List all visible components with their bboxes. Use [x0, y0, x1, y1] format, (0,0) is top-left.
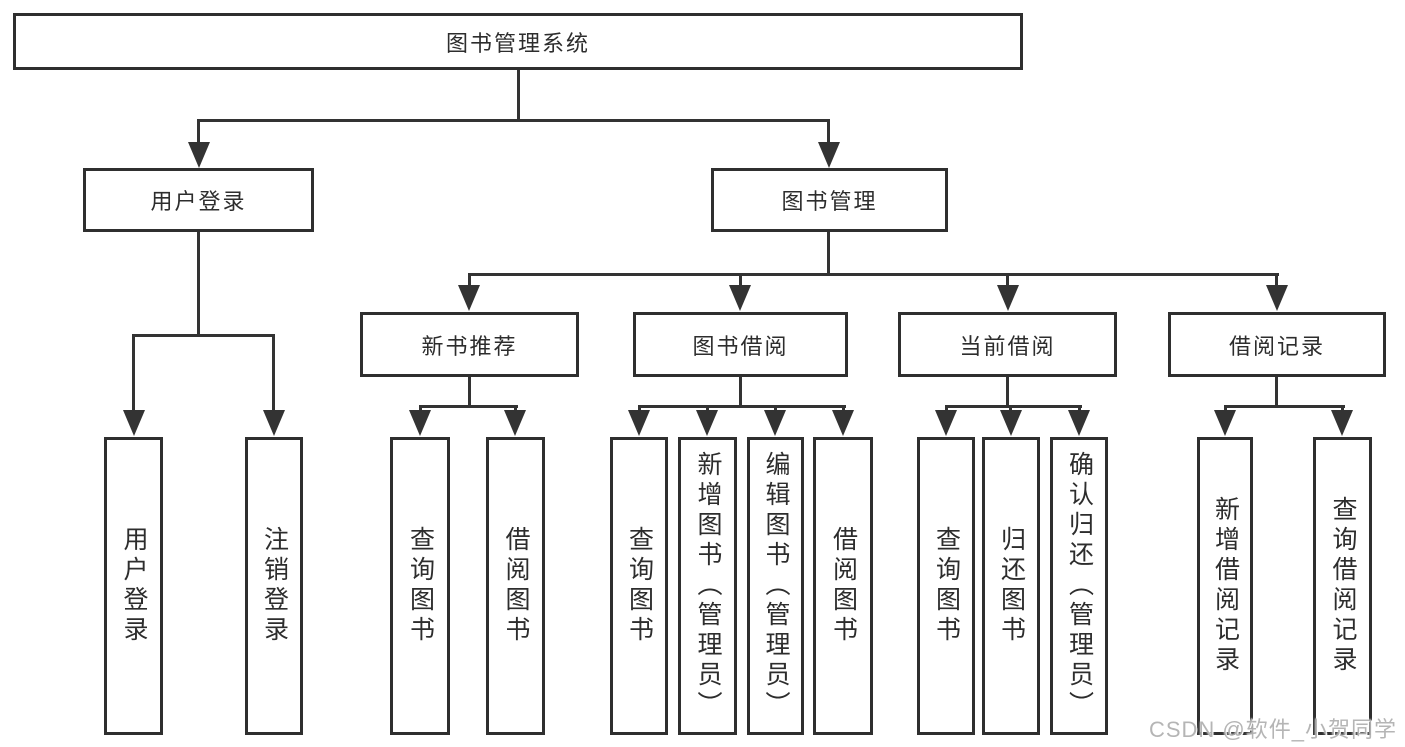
- connector-line: [1009, 405, 1012, 413]
- connector-line: [842, 405, 845, 413]
- arrowhead-down-icon: [504, 410, 526, 436]
- connector-line: [419, 405, 422, 413]
- connector-line: [272, 334, 275, 414]
- leaf-return-books-label: 归还图书: [997, 526, 1026, 646]
- connector-line: [945, 405, 948, 413]
- leaf-confirm-return-admin: 确认归还（管理员）: [1050, 437, 1108, 735]
- connector-line: [197, 119, 830, 122]
- node-user-login-label: 用户登录: [150, 189, 247, 214]
- arrowhead-down-icon: [1266, 285, 1288, 311]
- connector-line: [197, 232, 200, 337]
- arrowhead-down-icon: [1068, 410, 1090, 436]
- node-new-book-recommend-label: 新书推荐: [421, 333, 518, 359]
- connector-line: [827, 119, 830, 147]
- node-book-borrow: 图书借阅: [633, 312, 848, 377]
- connector-line: [1006, 273, 1009, 291]
- leaf-borrow-books-1: 借阅图书: [486, 437, 545, 735]
- leaf-edit-books-admin: 编辑图书（管理员）: [747, 437, 804, 735]
- leaf-logout-label: 注销登录: [260, 526, 289, 646]
- connector-line: [132, 334, 275, 337]
- arrowhead-down-icon: [729, 285, 751, 311]
- arrowhead-down-icon: [1331, 410, 1353, 436]
- arrowhead-down-icon: [1000, 410, 1022, 436]
- arrowhead-down-icon: [935, 410, 957, 436]
- leaf-query-books-1-label: 查询图书: [406, 526, 435, 646]
- connector-line: [468, 273, 471, 291]
- leaf-query-books-3-label: 查询图书: [932, 526, 961, 646]
- node-book-management-label: 图书管理: [781, 189, 878, 214]
- connector-line: [638, 405, 846, 408]
- connector-line: [1275, 273, 1278, 291]
- leaf-query-books-1: 查询图书: [390, 437, 450, 735]
- leaf-query-books-2-label: 查询图书: [625, 526, 654, 646]
- connector-line: [706, 405, 709, 413]
- connector-line: [517, 70, 520, 122]
- node-current-borrow-label: 当前借阅: [959, 333, 1056, 359]
- node-book-borrow-label: 图书借阅: [692, 333, 789, 359]
- node-borrow-records: 借阅记录: [1168, 312, 1386, 377]
- leaf-confirm-return-admin-label: 确认归还（管理员）: [1065, 451, 1094, 721]
- leaf-user-login-label: 用户登录: [120, 526, 148, 646]
- connector-line: [1006, 377, 1009, 407]
- connector-line: [419, 405, 518, 408]
- csdn-watermark: CSDN @软件_小贺同学: [1148, 717, 1397, 742]
- connector-line: [514, 405, 517, 413]
- leaf-add-books-admin-label: 新增图书（管理员）: [694, 451, 722, 721]
- arrowhead-down-icon: [188, 142, 210, 168]
- node-new-book-recommend: 新书推荐: [360, 312, 579, 377]
- connector-line: [468, 377, 471, 407]
- leaf-add-borrow-record-label: 新增借阅记录: [1211, 496, 1240, 676]
- connector-line: [1078, 405, 1081, 413]
- arrowhead-down-icon: [628, 410, 650, 436]
- connector-line: [638, 405, 641, 413]
- arrowhead-down-icon: [409, 410, 431, 436]
- leaf-logout: 注销登录: [245, 437, 303, 735]
- connector-line: [774, 405, 777, 413]
- arrowhead-down-icon: [832, 410, 854, 436]
- arrowhead-down-icon: [458, 285, 480, 311]
- connector-line: [739, 377, 742, 407]
- node-borrow-records-label: 借阅记录: [1228, 333, 1325, 359]
- leaf-add-books-admin: 新增图书（管理员）: [678, 437, 737, 735]
- leaf-query-books-3: 查询图书: [917, 437, 975, 735]
- connector-line: [197, 119, 200, 147]
- connector-line: [1224, 405, 1227, 413]
- connector-line: [1275, 377, 1278, 407]
- leaf-return-books: 归还图书: [982, 437, 1040, 735]
- arrowhead-down-icon: [818, 142, 840, 168]
- connector-line: [739, 273, 742, 291]
- connector-line: [468, 273, 1279, 276]
- leaf-borrow-books-2: 借阅图书: [813, 437, 873, 735]
- arrowhead-down-icon: [696, 410, 718, 436]
- leaf-query-borrow-record: 查询借阅记录: [1313, 437, 1372, 735]
- leaf-edit-books-admin-label: 编辑图书（管理员）: [762, 451, 790, 721]
- connector-line: [132, 334, 135, 414]
- connector-line: [945, 405, 1082, 408]
- connector-line: [1224, 405, 1345, 408]
- node-book-management: 图书管理: [711, 168, 948, 232]
- node-current-borrow: 当前借阅: [898, 312, 1117, 377]
- arrowhead-down-icon: [263, 410, 285, 436]
- arrowhead-down-icon: [997, 285, 1019, 311]
- node-root-label: 图书管理系统: [445, 30, 590, 56]
- connector-line: [1341, 405, 1344, 413]
- arrowhead-down-icon: [764, 410, 786, 436]
- leaf-query-borrow-record-label: 查询借阅记录: [1329, 496, 1357, 676]
- leaf-query-books-2: 查询图书: [610, 437, 668, 735]
- leaf-add-borrow-record: 新增借阅记录: [1197, 437, 1253, 735]
- node-root: 图书管理系统: [13, 13, 1023, 70]
- arrowhead-down-icon: [123, 410, 145, 436]
- arrowhead-down-icon: [1214, 410, 1236, 436]
- node-user-login: 用户登录: [83, 168, 314, 232]
- leaf-borrow-books-1-label: 借阅图书: [502, 526, 530, 646]
- leaf-borrow-books-2-label: 借阅图书: [829, 526, 858, 646]
- connector-line: [827, 232, 830, 275]
- leaf-user-login: 用户登录: [104, 437, 163, 735]
